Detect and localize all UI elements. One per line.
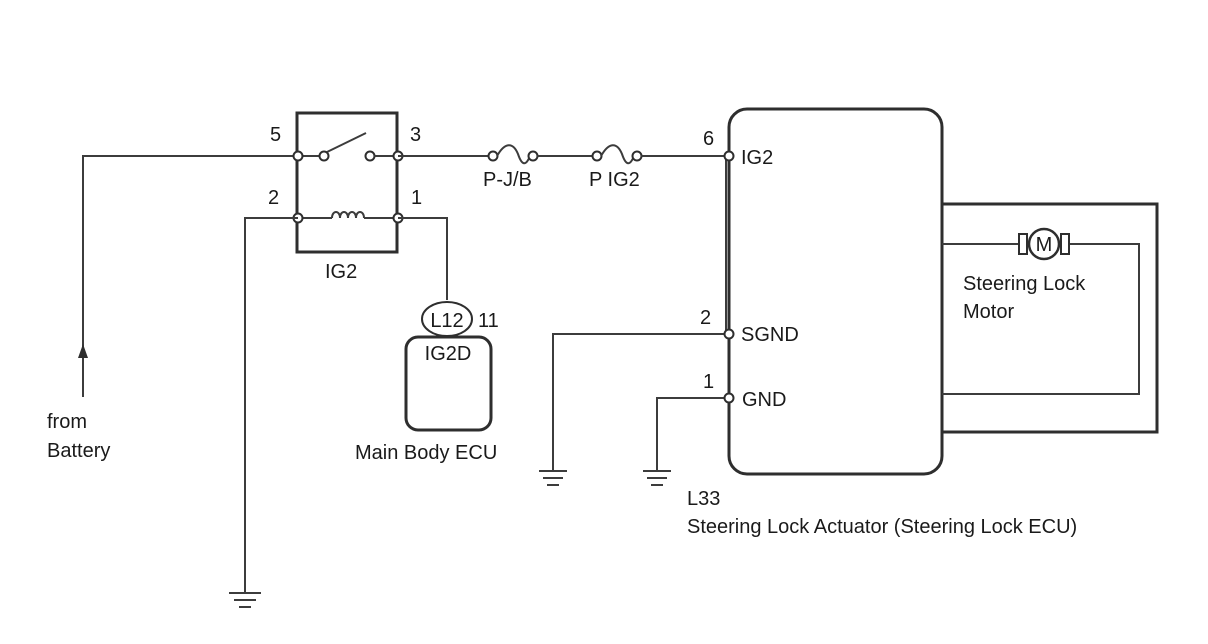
battery-label-line1: from (47, 411, 87, 433)
main-body-ecu-pin: 11 (478, 310, 499, 332)
fuse-pig2-icon (600, 144, 635, 165)
relay-box (295, 111, 399, 254)
ig2-relay: 5 3 2 1 IG2 (268, 111, 422, 283)
relay-coil-icon (331, 211, 365, 219)
battery-label-line2: Battery (47, 440, 110, 462)
actuator-terminal-sgnd (723, 328, 735, 340)
motor-symbol: M (1036, 234, 1053, 256)
fuse-pjb-icon (496, 144, 531, 165)
relay-pin-1: 1 (411, 187, 422, 209)
fuse-pig2-label: P IG2 (589, 169, 640, 191)
relay-ground (229, 217, 298, 608)
main-body-ecu: L12 11 IG2D Main Body ECU (355, 217, 499, 464)
actuator-pin-2: 2 (700, 307, 711, 329)
relay-terminal-5 (292, 150, 304, 162)
arrow-up-icon (78, 344, 88, 358)
ground-icon (539, 470, 567, 486)
relay-contact (364, 150, 376, 162)
main-body-ecu-name: Main Body ECU (355, 442, 497, 464)
relay-contact (318, 150, 330, 162)
actuator-pin-1: 1 (703, 371, 714, 393)
relay-switch-arm (326, 132, 367, 153)
relay-pin-5: 5 (270, 124, 281, 146)
connector-l12-label: L12 (430, 310, 463, 332)
actuator-terminal-gnd (723, 392, 735, 404)
steering-lock-actuator: 6 IG2 2 SGND 1 GND M Ste (539, 107, 1159, 538)
actuator-terminal-ig2 (723, 150, 735, 162)
relay-pin-2: 2 (268, 187, 279, 209)
fuse-pjb-label: P-J/B (483, 169, 532, 191)
motor-label-line1: Steering Lock (963, 273, 1086, 295)
motor-label-line2: Motor (963, 301, 1014, 323)
ground-icon (229, 592, 261, 608)
battery-feed: from Battery (47, 155, 298, 462)
actuator-connector-label: L33 (687, 488, 720, 510)
actuator-sgnd-label: SGND (741, 324, 799, 346)
motor-icon: M (1018, 227, 1070, 261)
main-body-ecu-box (404, 335, 493, 432)
relay-name: IG2 (325, 261, 357, 283)
actuator-pin-6: 6 (703, 128, 714, 150)
ground-icon (643, 470, 671, 486)
actuator-name: Steering Lock Actuator (Steering Lock EC… (687, 516, 1077, 538)
ig2d-terminal-label: IG2D (425, 343, 472, 365)
relay-pin-3: 3 (410, 124, 421, 146)
actuator-ig2-label: IG2 (741, 147, 773, 169)
actuator-gnd-label: GND (742, 389, 786, 411)
motor-box (940, 202, 1159, 434)
ig2-power-line: P-J/B P IG2 (398, 144, 726, 191)
